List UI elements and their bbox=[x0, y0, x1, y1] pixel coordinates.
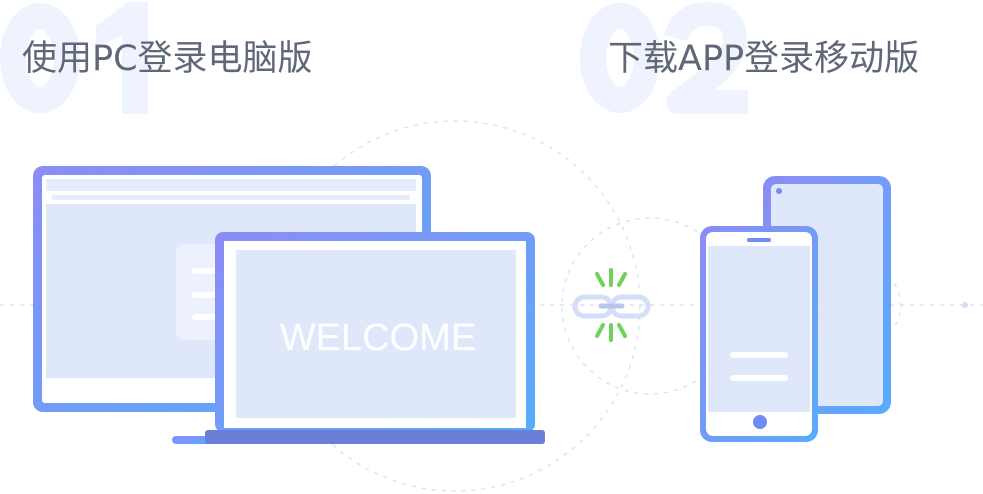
line-end-dot bbox=[962, 302, 968, 308]
app-login-title: 下载APP登录移动版 bbox=[608, 39, 920, 79]
laptop-icon: WELCOME bbox=[172, 232, 545, 444]
link-icon bbox=[572, 268, 651, 342]
pc-login-title: 使用PC登录电脑版 bbox=[22, 39, 313, 79]
mobile-phone-icon bbox=[698, 226, 818, 444]
laptop-screen-text: WELCOME bbox=[280, 317, 476, 359]
step-number-watermarks bbox=[0, 2, 748, 114]
step-number-02-watermark bbox=[580, 2, 748, 114]
step-number-01-watermark bbox=[0, 2, 148, 114]
